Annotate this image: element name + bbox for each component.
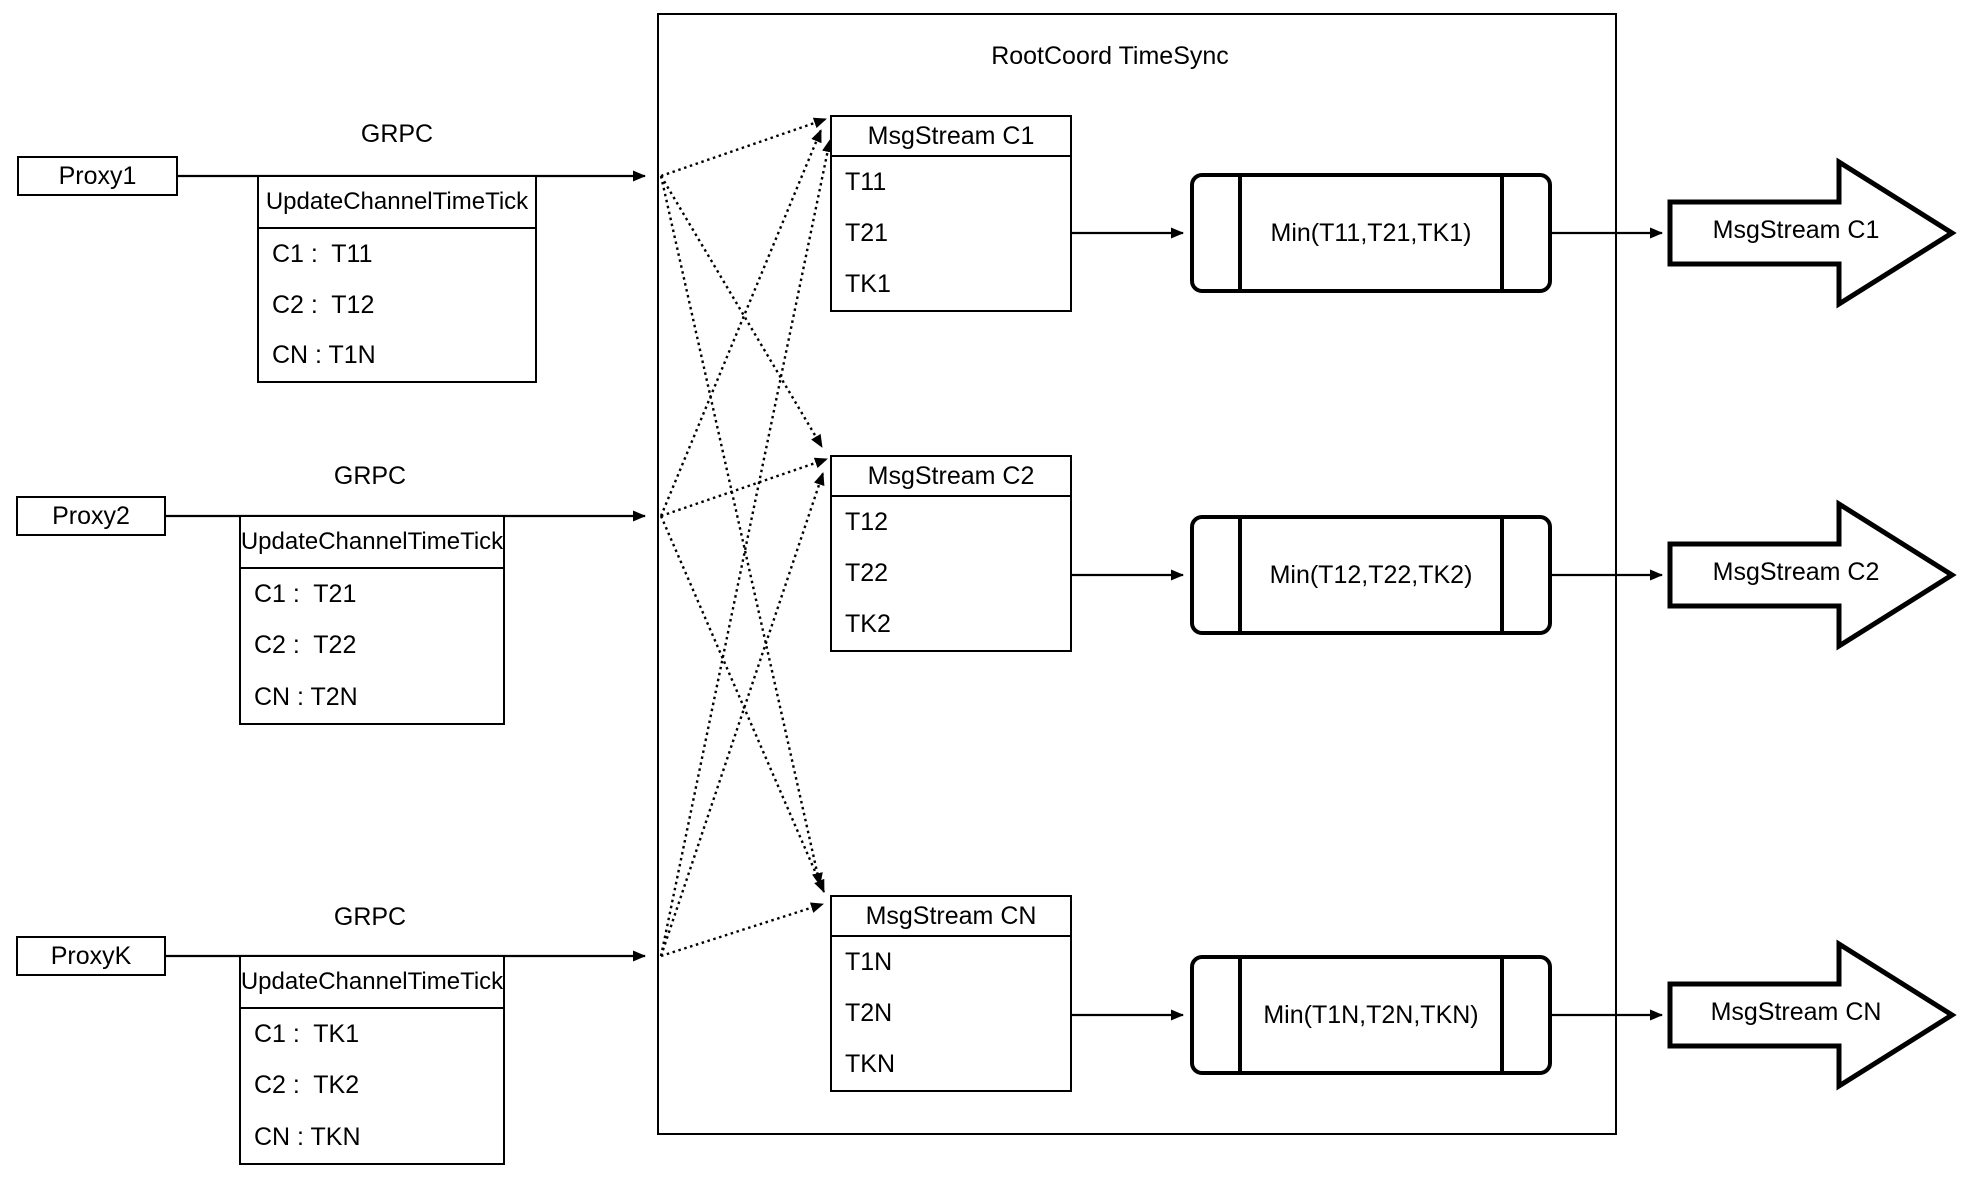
table-row: TK2 (845, 610, 891, 638)
grpc-label-2: GRPC (333, 462, 407, 490)
output-arrow-label-1: MsgStream C1 (1712, 216, 1880, 244)
min-node-label-1: Min(T11,T21,TK1) (1270, 218, 1472, 247)
min-node-1: Min(T11,T21,TK1) (1190, 173, 1552, 293)
table-to-min-arrows (1070, 227, 1184, 1021)
msgstream-table-header-3: MsgStream CN (832, 897, 1070, 937)
rootcoord-box (657, 13, 1617, 1135)
rootcoord-title: RootCoord TimeSync (991, 42, 1229, 70)
proxy-box-2: Proxy2 (16, 496, 166, 536)
msgstream-table-1: MsgStream C1 T11 T21 TK1 (830, 115, 1072, 312)
proxy-box-3: ProxyK (16, 936, 166, 976)
table-row: C1 : TK1 (254, 1020, 360, 1049)
grpc-label-1: GRPC (360, 120, 434, 148)
msgstream-table-body-3: T1N T2N TKN (832, 937, 1070, 1090)
table-row: C2 : T22 (254, 631, 357, 660)
table-row: CN : T2N (254, 682, 358, 711)
table-row: TKN (845, 1050, 895, 1078)
table-row: TK1 (845, 270, 891, 298)
output-block-arrow-1 (1667, 157, 1957, 309)
proxy-box-1: Proxy1 (17, 156, 178, 196)
msgstream-table-body-2: T12 T22 TK2 (832, 497, 1070, 650)
table-row: CN : TKN (254, 1122, 361, 1151)
table-row: CN : T1N (272, 341, 376, 370)
table-row: C1 : T21 (254, 580, 357, 609)
table-row: T1N (845, 948, 893, 976)
output-block-arrow-3 (1667, 939, 1957, 1091)
msgstream-table-body-1: T11 T21 TK1 (832, 157, 1070, 310)
grpc-label-3: GRPC (333, 903, 407, 931)
table-row: T21 (845, 219, 889, 247)
min-node-divider-right (1500, 177, 1504, 289)
table-row: T22 (845, 559, 889, 587)
table-row: T12 (845, 508, 889, 536)
msgstream-table-2: MsgStream C2 T12 T22 TK2 (830, 455, 1072, 652)
timetick-dotted-arrows (659, 117, 833, 958)
table-row: C2 : T12 (272, 290, 375, 319)
min-node-3: Min(T1N,T2N,TKN) (1190, 955, 1552, 1075)
min-to-output-arrows (1552, 227, 1663, 1021)
update-timetick-table-3: UpdateChannelTimeTick C1 : TK1 C2 : TK2 … (239, 955, 505, 1165)
update-timetick-table-1: UpdateChannelTimeTick C1 : T11 C2 : T12 … (257, 175, 537, 383)
msgstream-table-header-2: MsgStream C2 (832, 457, 1070, 497)
output-arrow-label-2: MsgStream C2 (1712, 558, 1880, 586)
min-node-2: Min(T12,T22,TK2) (1190, 515, 1552, 635)
proxy-label-1: Proxy1 (58, 161, 137, 190)
update-table-header-3: UpdateChannelTimeTick (241, 957, 503, 1009)
update-table-header-1: UpdateChannelTimeTick (259, 177, 535, 229)
update-table-header-2: UpdateChannelTimeTick (241, 517, 503, 569)
output-block-arrows (1667, 157, 1957, 1091)
table-row: T11 (845, 168, 887, 196)
proxy-label-3: ProxyK (50, 941, 132, 970)
min-node-divider-right (1500, 519, 1504, 631)
min-node-divider-left (1238, 959, 1242, 1071)
min-node-label-2: Min(T12,T22,TK2) (1269, 560, 1473, 589)
min-node-divider-right (1500, 959, 1504, 1071)
output-arrow-label-3: MsgStream CN (1710, 998, 1882, 1026)
msgstream-table-header-1: MsgStream C1 (832, 117, 1070, 157)
table-row: C1 : T11 (272, 239, 373, 268)
min-node-label-3: Min(T1N,T2N,TKN) (1263, 1000, 1479, 1029)
min-node-divider-left (1238, 519, 1242, 631)
update-table-body-3: C1 : TK1 C2 : TK2 CN : TKN (241, 1009, 503, 1163)
min-node-divider-left (1238, 177, 1242, 289)
update-table-body-2: C1 : T21 C2 : T22 CN : T2N (241, 569, 503, 723)
msgstream-table-3: MsgStream CN T1N T2N TKN (830, 895, 1072, 1092)
proxy-label-2: Proxy2 (52, 501, 130, 530)
table-row: C2 : TK2 (254, 1071, 360, 1100)
update-table-body-1: C1 : T11 C2 : T12 CN : T1N (259, 229, 535, 381)
table-row: T2N (845, 999, 893, 1027)
update-timetick-table-2: UpdateChannelTimeTick C1 : T21 C2 : T22 … (239, 515, 505, 725)
output-block-arrow-2 (1667, 499, 1957, 651)
